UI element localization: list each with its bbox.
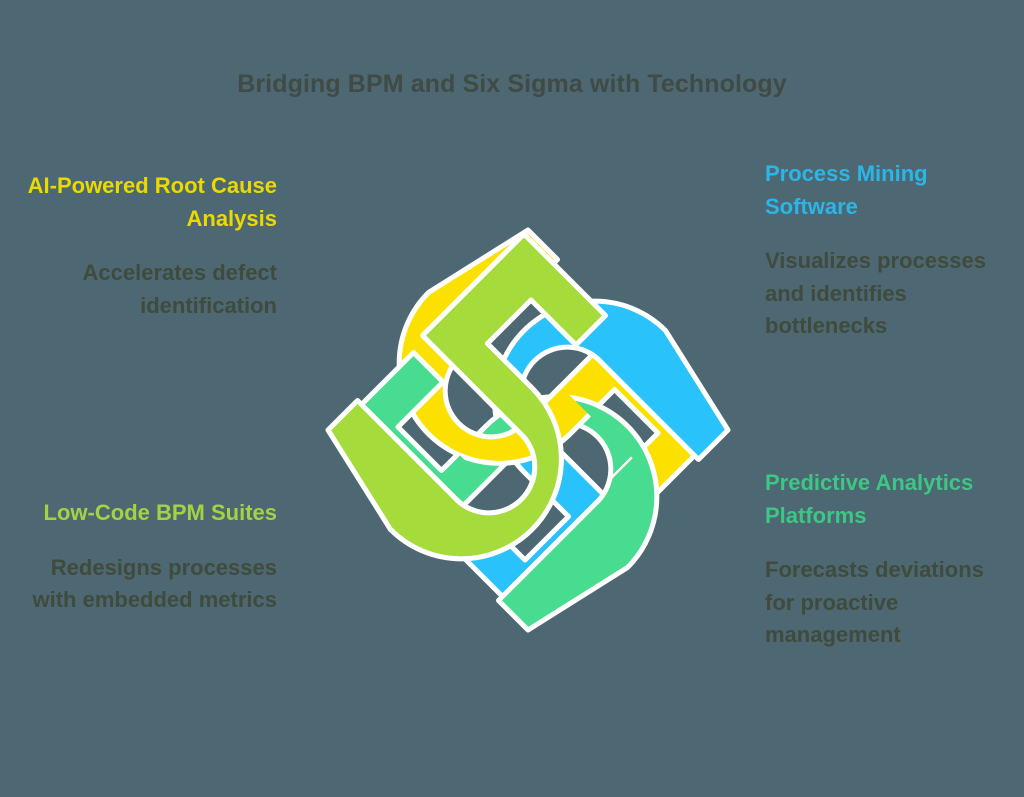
quadrant-body-process-mining-software: Visualizes processes and identifies bott… — [765, 248, 986, 339]
quadrant-body-low-code-bpm-suites: Redesigns processes with embedded metric… — [32, 554, 277, 613]
quadrant-heading-low-code-bpm-suites: Low-Code BPM Suites — [43, 500, 277, 525]
quadrant-bottom-right: Predictive Analytics Platforms Forecasts… — [765, 467, 1010, 652]
quadrant-heading-process-mining-software: Process Mining Software — [765, 161, 928, 219]
quadrant-body-ai-powered-root-cause-analysis: Accelerates defect identification — [82, 260, 277, 318]
spacer — [765, 223, 1010, 245]
knot-svg — [312, 214, 744, 646]
quadrant-body-predictive-analytics-platforms: Forecasts deviations for proactive manag… — [765, 557, 984, 648]
spacer — [17, 530, 277, 552]
quadrant-top-right: Process Mining Software Visualizes proce… — [765, 158, 1010, 343]
quadrant-top-left: AI-Powered Root Cause Analysis Accelerat… — [17, 170, 277, 322]
page-title: Bridging BPM and Six Sigma with Technolo… — [237, 70, 787, 98]
spacer — [17, 235, 277, 257]
quadrant-heading-predictive-analytics-platforms: Predictive Analytics Platforms — [765, 470, 974, 528]
quadrant-bottom-left: Low-Code BPM Suites Redesigns processes … — [17, 497, 277, 617]
quadrant-heading-ai-powered-root-cause-analysis: AI-Powered Root Cause Analysis — [27, 173, 277, 231]
knot-graphic — [312, 214, 744, 646]
spacer — [765, 532, 1010, 554]
